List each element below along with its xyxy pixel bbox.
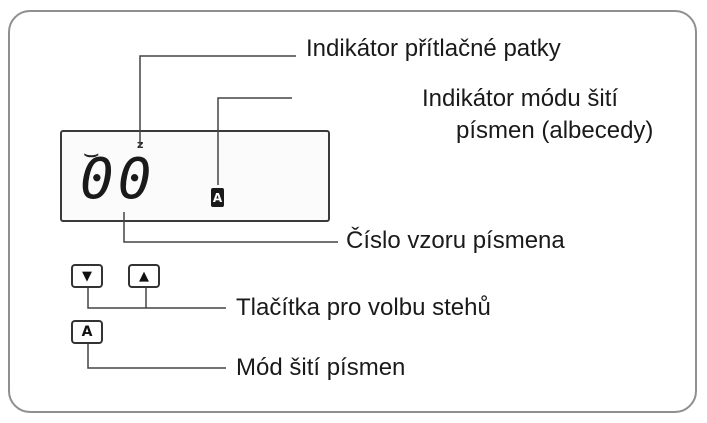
leader-line-buttons xyxy=(87,288,226,309)
leader-line-pattern xyxy=(123,212,338,243)
label-letter-sewing-mode: Mód šití písmen xyxy=(236,354,406,381)
letter-mode-button-label: A xyxy=(81,324,93,340)
stitch-up-button[interactable]: ▲ xyxy=(128,264,160,288)
leader-line-mode-button xyxy=(87,344,226,369)
leader-line-presser xyxy=(139,55,296,148)
triangle-up-icon: ▲ xyxy=(139,268,149,284)
lcd-display xyxy=(60,130,330,222)
label-presser-foot-indicator: Indikátor přítlačné patky xyxy=(306,35,561,62)
pattern-number-display: 00 xyxy=(80,147,156,212)
stitch-down-button[interactable]: ▼ xyxy=(71,264,103,288)
label-alphabet-mode-line1: Indikátor módu šití xyxy=(422,85,619,112)
label-alphabet-mode-line2: písmen (albecedy) xyxy=(456,117,654,144)
letter-mode-button[interactable]: A xyxy=(71,320,103,344)
alphabet-mode-indicator: A xyxy=(211,188,224,207)
triangle-down-icon: ▼ xyxy=(82,268,92,284)
leader-line-mode xyxy=(217,97,292,185)
label-pattern-number: Číslo vzoru písmena xyxy=(346,227,565,254)
presser-foot-icon: ⌣ xyxy=(83,144,100,163)
label-stitch-selection-buttons: Tlačítka pro volbu stehů xyxy=(236,294,491,321)
